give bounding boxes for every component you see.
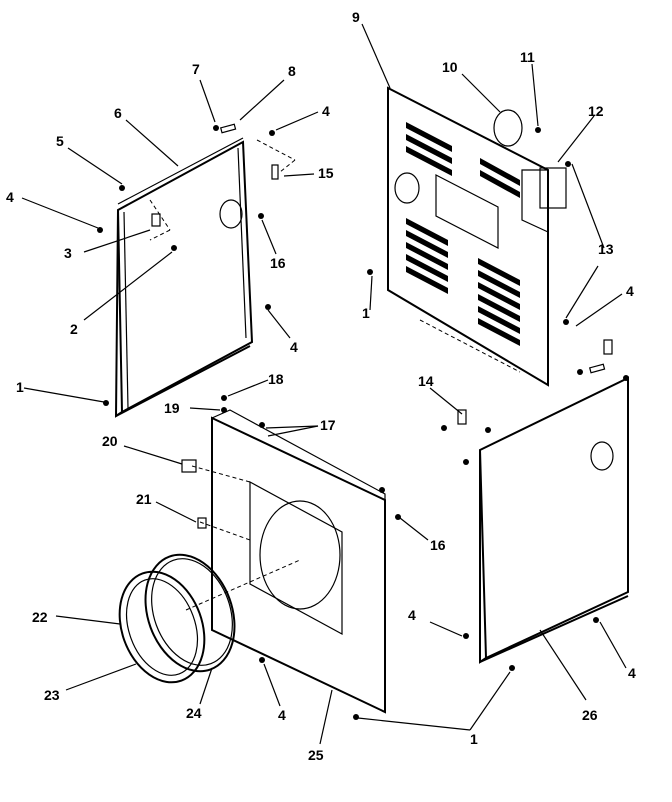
- callout-6: 6: [114, 105, 122, 121]
- callout-21: 21: [136, 491, 152, 507]
- callout-4: 4: [408, 607, 416, 623]
- callout-7: 7: [192, 61, 200, 77]
- front-panel: [181, 395, 401, 720]
- callout-4: 4: [278, 707, 286, 723]
- leader-lines: [21, 23, 627, 745]
- callout-3: 3: [64, 245, 72, 261]
- callout-23: 23: [44, 687, 60, 703]
- right-side-panel: [441, 339, 629, 671]
- callout-4: 4: [290, 339, 298, 355]
- callout-1: 1: [16, 379, 24, 395]
- callout-4: 4: [626, 283, 634, 299]
- callout-17: 17: [320, 417, 336, 433]
- callout-11: 11: [520, 49, 535, 65]
- rear-panel: [367, 86, 571, 387]
- callout-24: 24: [186, 705, 202, 721]
- callout-labels: 7 8 6 4 5 4 15 3 16 2 4 1 18 19 17 20 21…: [6, 9, 636, 763]
- callout-2: 2: [70, 321, 78, 337]
- door-ring-assembly: [118, 553, 236, 684]
- callout-22: 22: [32, 609, 48, 625]
- callout-26: 26: [582, 707, 598, 723]
- callout-1: 1: [362, 305, 370, 321]
- callout-13: 13: [598, 241, 614, 257]
- callout-9: 9: [352, 9, 360, 25]
- callout-25: 25: [308, 747, 324, 763]
- callout-5: 5: [56, 133, 64, 149]
- callout-16: 16: [270, 255, 286, 271]
- callout-8: 8: [288, 63, 296, 79]
- callout-4: 4: [6, 189, 14, 205]
- callout-19: 19: [164, 400, 180, 416]
- callout-20: 20: [102, 433, 118, 449]
- callout-14: 14: [418, 373, 434, 389]
- callout-16: 16: [430, 537, 446, 553]
- callout-10: 10: [442, 59, 458, 75]
- callout-4: 4: [628, 665, 636, 681]
- left-side-panel: [97, 123, 296, 418]
- callout-18: 18: [268, 371, 284, 387]
- callout-4: 4: [322, 103, 330, 119]
- callout-1: 1: [470, 731, 478, 747]
- callout-12: 12: [588, 103, 604, 119]
- callout-15: 15: [318, 165, 334, 181]
